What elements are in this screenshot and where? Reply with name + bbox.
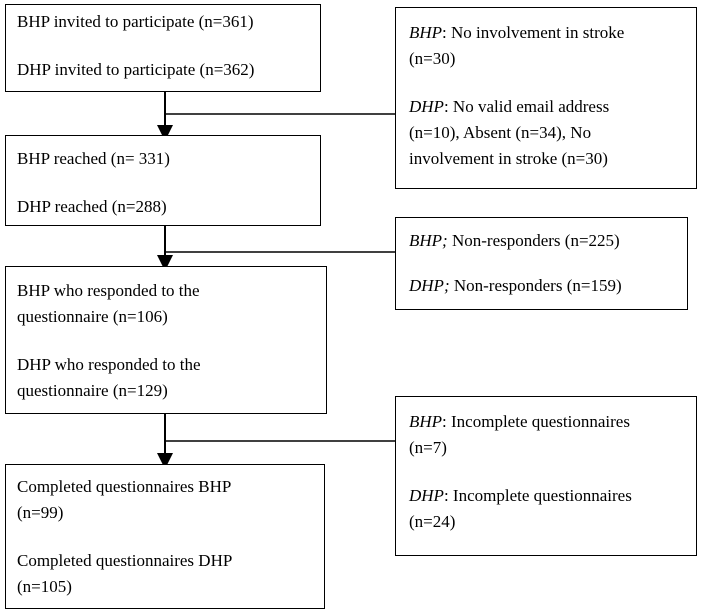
box-nonresponders: BHP; Non-responders (n=225) DHP; Non-res… bbox=[395, 217, 688, 310]
box-invited-line-1: BHP invited to participate (n=361) bbox=[17, 12, 254, 31]
excl1-line-5: involvement in stroke (n=30) bbox=[409, 149, 608, 168]
box-responded-line-4: questionnaire (n=129) bbox=[17, 381, 168, 400]
excl1-line-1: BHP: No involvement in stroke bbox=[409, 20, 624, 46]
nonresp-line-2: DHP; Non-responders (n=159) bbox=[409, 273, 622, 299]
excl1-bhp-label: BHP bbox=[409, 23, 443, 42]
excl1-bhp-text: : No involvement in stroke bbox=[442, 23, 625, 42]
excl1-line-2: (n=30) bbox=[409, 49, 456, 68]
excl1-line-3: DHP: No valid email address bbox=[409, 94, 609, 120]
box-responded: BHP who responded to the questionnaire (… bbox=[5, 266, 327, 414]
box-responded-line-3: DHP who responded to the bbox=[17, 355, 201, 374]
box-completed-line-4: (n=105) bbox=[17, 577, 72, 596]
box-invited: BHP invited to participate (n=361) DHP i… bbox=[5, 4, 321, 92]
excl1-dhp-label: DHP bbox=[409, 97, 444, 116]
nonresp-bhp-text: Non-responders (n=225) bbox=[447, 231, 620, 250]
box-reached-line-1: BHP reached (n= 331) bbox=[17, 149, 170, 168]
box-completed-line-3: Completed questionnaires DHP bbox=[17, 551, 233, 570]
box-incomplete: BHP: Incomplete questionnaires (n=7) DHP… bbox=[395, 396, 697, 556]
excl1-line-4: (n=10), Absent (n=34), No bbox=[409, 123, 592, 142]
box-responded-line-2: questionnaire (n=106) bbox=[17, 307, 168, 326]
box-completed: Completed questionnaires BHP (n=99) Comp… bbox=[5, 464, 325, 609]
box-completed-line-1: Completed questionnaires BHP bbox=[17, 477, 232, 496]
nonresp-bhp-label: BHP; bbox=[409, 231, 448, 250]
incomplete-line-1: BHP: Incomplete questionnaires bbox=[409, 409, 630, 435]
incomplete-bhp-label: BHP bbox=[409, 412, 443, 431]
incomplete-dhp-text: : Incomplete questionnaires bbox=[443, 486, 632, 505]
incomplete-line-3: DHP: Incomplete questionnaires bbox=[409, 483, 632, 509]
box-invited-line-2: DHP invited to participate (n=362) bbox=[17, 60, 255, 79]
excl1-dhp-text: : No valid email address bbox=[443, 97, 610, 116]
incomplete-line-4: (n=24) bbox=[409, 512, 456, 531]
box-excluded-1: BHP: No involvement in stroke (n=30) DHP… bbox=[395, 7, 697, 189]
box-reached-line-2: DHP reached (n=288) bbox=[17, 197, 167, 216]
box-reached: BHP reached (n= 331) DHP reached (n=288) bbox=[5, 135, 321, 226]
nonresp-line-1: BHP; Non-responders (n=225) bbox=[409, 228, 620, 254]
incomplete-dhp-label: DHP bbox=[409, 486, 444, 505]
incomplete-bhp-text: : Incomplete questionnaires bbox=[442, 412, 630, 431]
nonresp-dhp-text: Non-responders (n=159) bbox=[449, 276, 622, 295]
box-responded-line-1: BHP who responded to the bbox=[17, 281, 200, 300]
box-completed-line-2: (n=99) bbox=[17, 503, 64, 522]
incomplete-line-2: (n=7) bbox=[409, 438, 447, 457]
nonresp-dhp-label: DHP; bbox=[409, 276, 450, 295]
